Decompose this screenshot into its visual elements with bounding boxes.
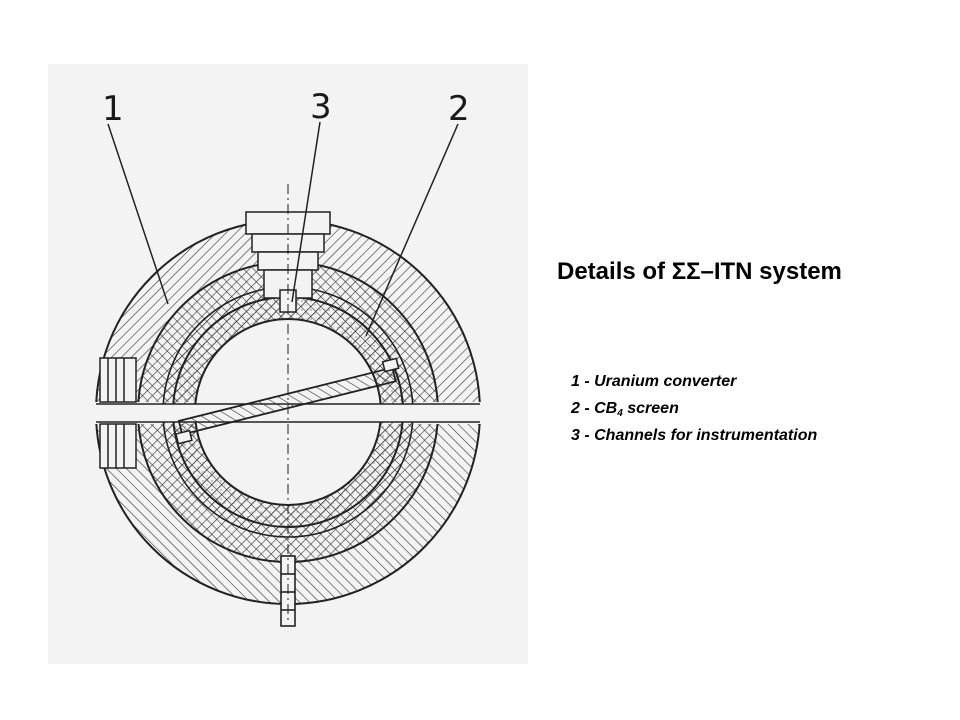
callout-2: 2 bbox=[448, 89, 470, 129]
cross-section-drawing: 1 3 2 bbox=[48, 64, 528, 664]
legend-item-cb4-prefix: 2 - CB bbox=[571, 400, 618, 417]
leader-line-3 bbox=[291, 121, 321, 303]
left-connector bbox=[99, 357, 137, 469]
leader-line-2 bbox=[365, 123, 459, 337]
legend-item-instrumentation-channels: 3 - Channels for instrumentation bbox=[571, 427, 818, 444]
legend-item-uranium-converter: 1 - Uranium converter bbox=[571, 373, 737, 390]
legend: 1 - Uranium converter 2 - CB4 screen 3 -… bbox=[571, 368, 817, 449]
legend-item-cb4-subscript: 4 bbox=[617, 408, 623, 419]
cross-section-svg: 1 3 2 bbox=[88, 87, 488, 627]
legend-item-cb4-screen: 2 - CB4 screen bbox=[571, 395, 817, 422]
callout-3: 3 bbox=[310, 87, 332, 127]
callout-1: 1 bbox=[102, 89, 124, 129]
diagram-title: Details of ΣΣ–ITN system bbox=[557, 258, 842, 285]
legend-item-cb4-suffix: screen bbox=[622, 400, 679, 417]
insertion-plate bbox=[175, 357, 400, 445]
leader-line-1 bbox=[107, 123, 169, 305]
